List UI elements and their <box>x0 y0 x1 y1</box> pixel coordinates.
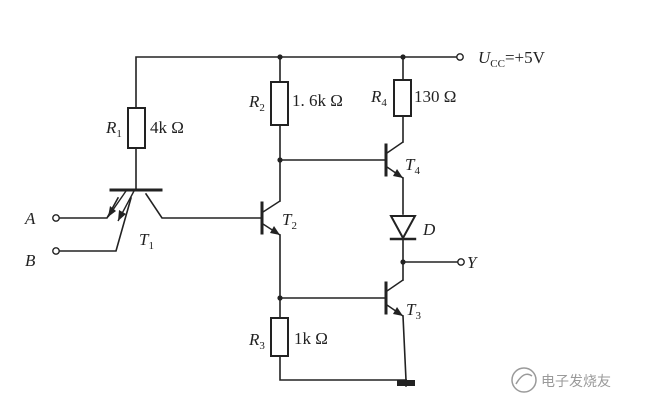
output-label: Y <box>467 253 478 272</box>
resistor-r1 <box>127 107 146 149</box>
watermark: 电子发烧友 <box>511 367 611 393</box>
resistor-r2 <box>270 81 289 126</box>
node-t4-base <box>277 157 283 163</box>
watermark-logo-swoosh-icon <box>515 373 533 385</box>
r4-label: R4 <box>370 87 387 109</box>
r4-value: 130 Ω <box>414 87 456 106</box>
r2-label: R2 <box>248 92 265 114</box>
r2-value: 1. 6k Ω <box>292 91 343 110</box>
t3-emitter-arrow <box>393 307 403 316</box>
diode-d <box>389 215 417 241</box>
t4-collector <box>386 141 404 154</box>
r1-value: 4k Ω <box>150 118 184 137</box>
t2-label: T2 <box>282 210 297 232</box>
t1-emitter-b-arrow <box>118 210 126 221</box>
r1-label: R1 <box>105 118 122 140</box>
input-a-label: A <box>24 209 36 228</box>
wires <box>58 56 459 387</box>
diode-label: D <box>422 220 436 239</box>
transistor-t1 <box>107 188 163 222</box>
transistor-t2 <box>260 200 281 236</box>
input-b-terminal[interactable] <box>52 247 60 255</box>
input-b-wire <box>58 197 132 252</box>
t2-emitter-arrow <box>270 226 280 235</box>
ground-symbol <box>397 380 415 386</box>
r3-label: R3 <box>248 330 265 352</box>
t3-collector <box>386 279 404 292</box>
node-t3-base <box>277 295 283 301</box>
supply-terminal[interactable] <box>456 53 464 61</box>
transistor-t4 <box>384 141 404 179</box>
supply-label: UCC=+5V <box>478 48 546 70</box>
t2-collector <box>262 200 281 213</box>
watermark-logo-icon <box>511 367 537 393</box>
watermark-text: 电子发烧友 <box>541 374 611 390</box>
input-a-wire <box>58 196 120 219</box>
r3-ground-wire <box>279 355 407 381</box>
t1-label: T1 <box>139 230 154 252</box>
resistor-r4 <box>393 79 412 117</box>
node-r2-top <box>277 54 283 60</box>
node-output <box>400 259 406 265</box>
r3-value: 1k Ω <box>294 329 328 348</box>
transistor-t3 <box>384 279 404 317</box>
t4-label: T4 <box>405 155 420 177</box>
input-a-terminal[interactable] <box>52 214 60 222</box>
t4-emitter-arrow <box>393 169 403 178</box>
t3-label: T3 <box>406 300 421 322</box>
node-r4-top <box>400 54 406 60</box>
t1-to-t2-wire <box>144 192 261 219</box>
t3-emitter-wire <box>402 315 407 381</box>
supply-rail <box>135 56 457 127</box>
input-b-label: B <box>25 251 36 270</box>
output-terminal[interactable] <box>457 258 465 266</box>
t1-emitter-a-arrow <box>108 206 116 217</box>
resistor-r3 <box>270 317 289 357</box>
diode-triangle <box>389 215 417 241</box>
